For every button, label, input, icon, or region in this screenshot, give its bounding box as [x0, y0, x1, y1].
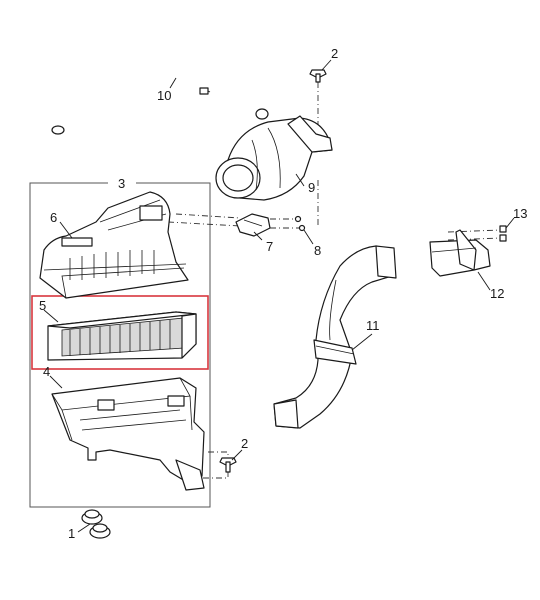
part-5-air-filter-element — [47, 311, 197, 361]
callout-10: 10 — [157, 88, 171, 103]
part-8-screws — [294, 215, 306, 232]
callout-8: 8 — [314, 243, 321, 258]
callout-4: 4 — [43, 364, 50, 379]
leader-lines — [43, 59, 515, 533]
callout-12: 12 — [490, 286, 504, 301]
callout-labels: 1 2 2 3 4 5 6 7 8 9 10 11 12 13 — [39, 46, 527, 541]
part-11-intake-duct — [273, 245, 397, 429]
assembly-frame — [29, 182, 211, 508]
callout-2-top: 2 — [331, 46, 338, 61]
callout-13: 13 — [513, 206, 527, 221]
part-6-housing-cover — [39, 191, 189, 299]
part-12-air-inlet — [429, 229, 491, 277]
callout-11: 11 — [366, 318, 380, 333]
callout-7: 7 — [266, 239, 273, 254]
callout-9: 9 — [308, 180, 315, 195]
part-2-bolt-lower — [219, 457, 237, 473]
callout-2-lower: 2 — [241, 436, 248, 451]
callout-5: 5 — [39, 298, 46, 313]
callout-1: 1 — [68, 526, 75, 541]
part-7-sensor — [235, 213, 271, 237]
part-13-bolts — [499, 225, 507, 242]
callout-6: 6 — [50, 210, 57, 225]
part-9-air-flow-housing — [215, 115, 333, 201]
part-1-grommets — [81, 509, 111, 539]
part-10-breather-hose — [51, 71, 269, 135]
part-2-bolt-top — [309, 69, 327, 83]
part-4-housing-lower — [51, 377, 205, 491]
highlight-box — [31, 295, 209, 370]
callout-3: 3 — [118, 176, 125, 191]
